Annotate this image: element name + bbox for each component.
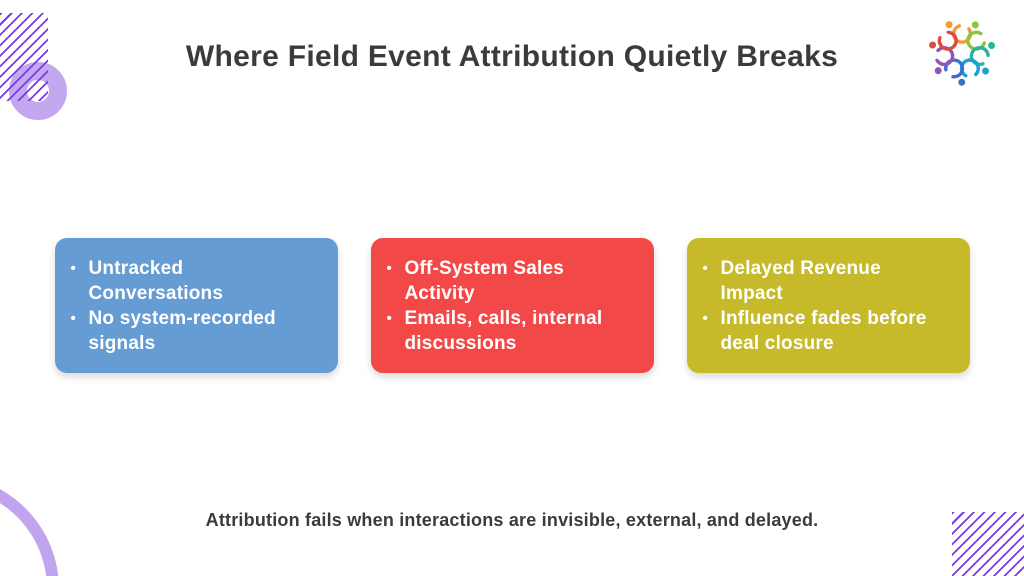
list-item: • No system-recorded signals — [71, 306, 322, 356]
cards-row: • Untracked Conversations • No system-re… — [0, 238, 1024, 373]
diagonal-stripes-icon — [952, 512, 1024, 576]
card-bullet-text: Influence fades before deal closure — [720, 307, 927, 354]
bullet-icon: • — [702, 259, 708, 277]
card-off-system-sales: • Off-System Sales Activity • Emails, ca… — [370, 238, 654, 373]
card-bullet-text: Off-System Sales Activity — [404, 257, 564, 304]
card-delayed-revenue: • Delayed Revenue Impact • Influence fad… — [686, 238, 970, 373]
diagonal-stripes-icon — [0, 13, 48, 101]
bullet-icon: • — [70, 259, 76, 277]
page-title: Where Field Event Attribution Quietly Br… — [185, 40, 839, 73]
bullet-icon: • — [386, 309, 392, 327]
arc-decoration-icon — [0, 489, 59, 576]
bullet-icon: • — [70, 309, 76, 327]
card-bullet-text: No system-recorded signals — [88, 307, 276, 354]
list-item: • Delayed Revenue Impact — [703, 256, 954, 306]
community-logo-icon — [924, 14, 1000, 90]
list-item: • Emails, calls, internal discussions — [387, 306, 638, 356]
list-item: • Influence fades before deal closure — [703, 306, 954, 356]
card-untracked-conversations: • Untracked Conversations • No system-re… — [54, 238, 338, 373]
card-bullet-text: Delayed Revenue Impact — [720, 257, 881, 304]
list-item: • Untracked Conversations — [71, 256, 322, 306]
bullet-icon: • — [702, 309, 708, 327]
footer-caption: Attribution fails when interactions are … — [205, 510, 819, 530]
bullet-icon: • — [386, 259, 392, 277]
card-bullet-text: Emails, calls, internal discussions — [404, 307, 603, 354]
card-bullet-list: • Untracked Conversations • No system-re… — [71, 256, 322, 356]
card-bullet-list: • Off-System Sales Activity • Emails, ca… — [387, 256, 638, 356]
card-bullet-text: Untracked Conversations — [88, 257, 224, 304]
card-bullet-list: • Delayed Revenue Impact • Influence fad… — [703, 256, 954, 356]
list-item: • Off-System Sales Activity — [387, 256, 638, 306]
